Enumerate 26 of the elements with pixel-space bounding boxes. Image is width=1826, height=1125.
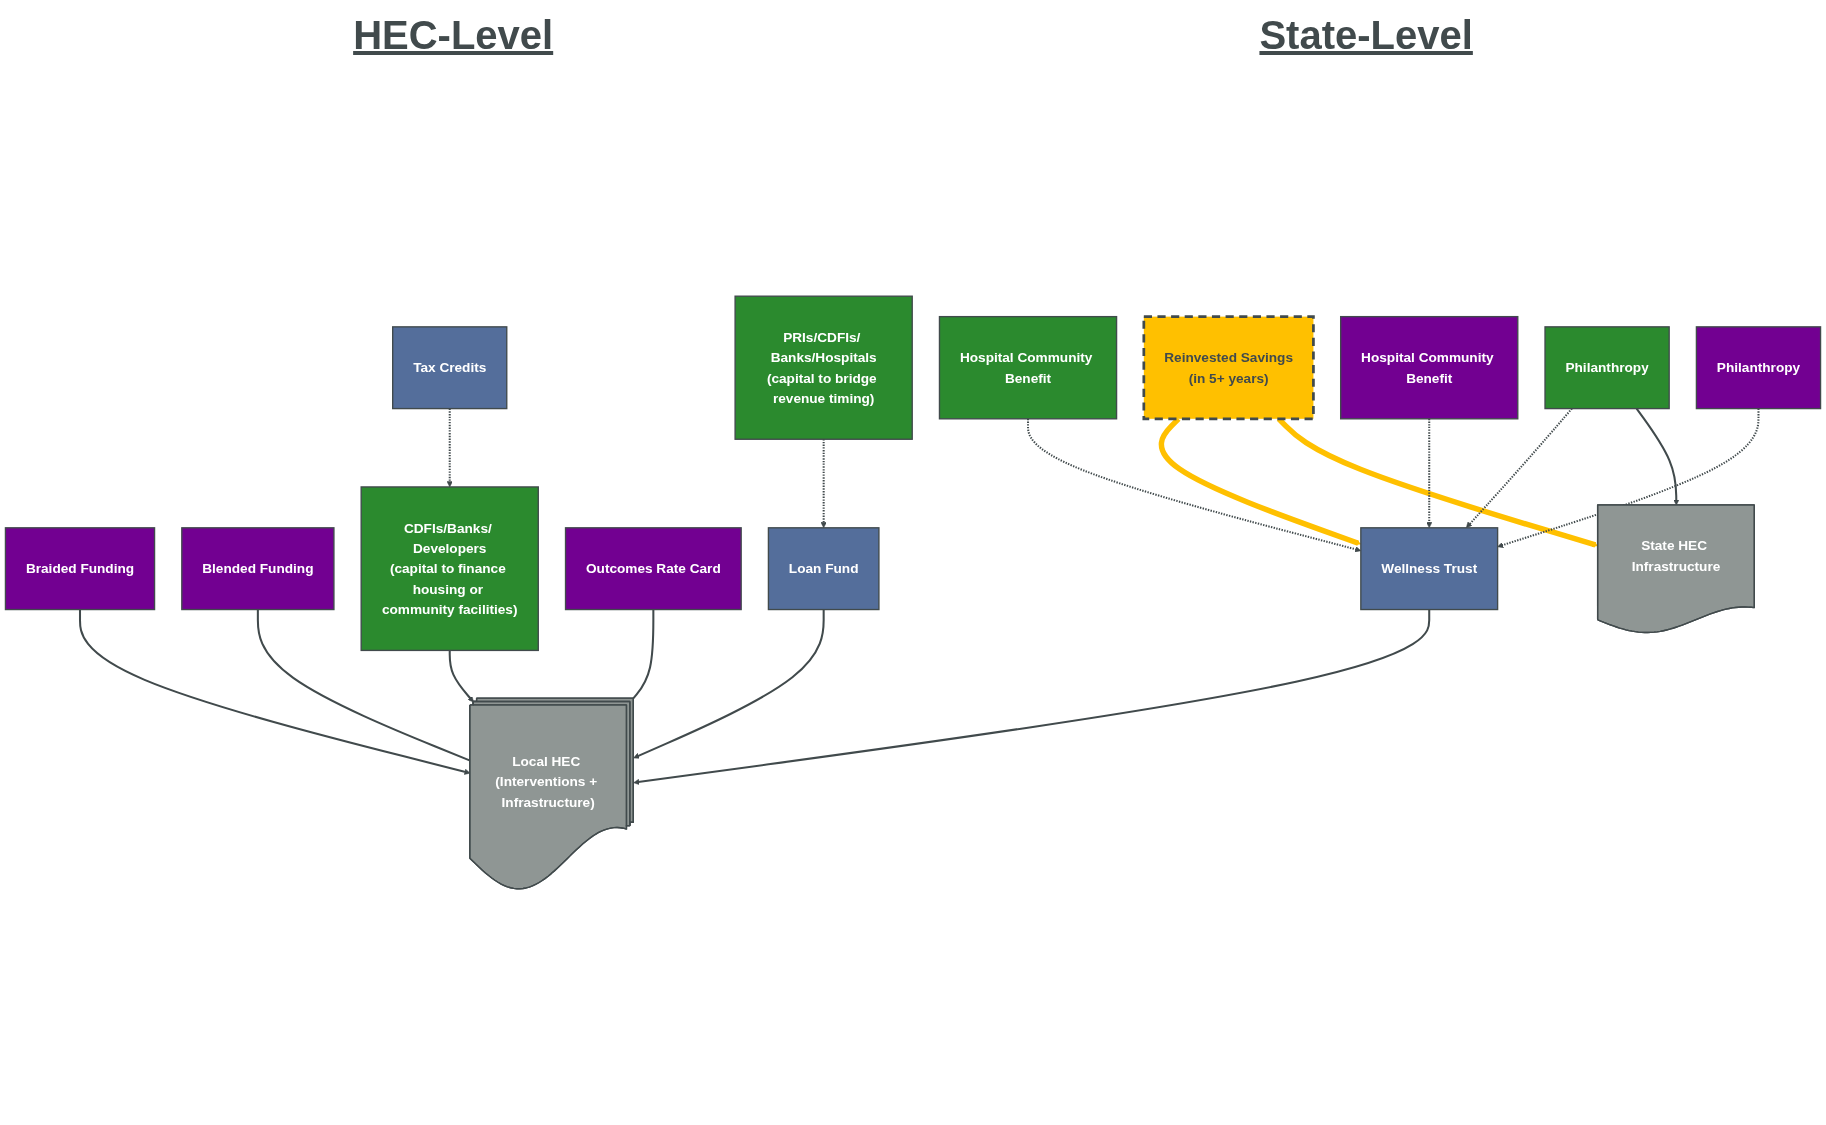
node-box: Philanthropy xyxy=(1695,326,1822,410)
node-box: Outcomes Rate Card xyxy=(564,527,742,611)
connector xyxy=(256,609,471,762)
arrow xyxy=(1426,418,1433,529)
arrow xyxy=(633,609,1431,785)
arrow xyxy=(820,439,827,529)
connector xyxy=(632,609,655,700)
arrow xyxy=(633,609,825,759)
node-box: Hospital Community Benefit xyxy=(1340,315,1519,420)
node-box: PRIs/CDFIs/ Banks/Hospitals (capital to bridge revenue timing) xyxy=(734,295,913,440)
node-box: Tax Credits xyxy=(392,326,508,410)
arrow xyxy=(1497,408,1760,548)
arrow xyxy=(446,408,453,488)
node-box: Blended Funding xyxy=(181,527,335,611)
section-heading: HEC-Level xyxy=(353,12,554,58)
section-heading: State-Level xyxy=(1259,12,1473,58)
arrow xyxy=(448,650,474,703)
node-box: Loan Fund xyxy=(767,527,880,611)
arrow xyxy=(79,609,471,775)
node-box: Braided Funding xyxy=(4,527,156,611)
node-box: Reinvested Savings (in 5+ years) xyxy=(1142,315,1315,421)
arrow xyxy=(1466,407,1573,529)
node-box: Hospital Community Benefit xyxy=(938,315,1118,420)
node-box: Philanthropy xyxy=(1544,326,1670,410)
node-box: Wellness Trust xyxy=(1360,527,1499,611)
node-box: CDFIs/Banks/ Developers (capital to finance housing or community facilities) xyxy=(360,486,539,652)
